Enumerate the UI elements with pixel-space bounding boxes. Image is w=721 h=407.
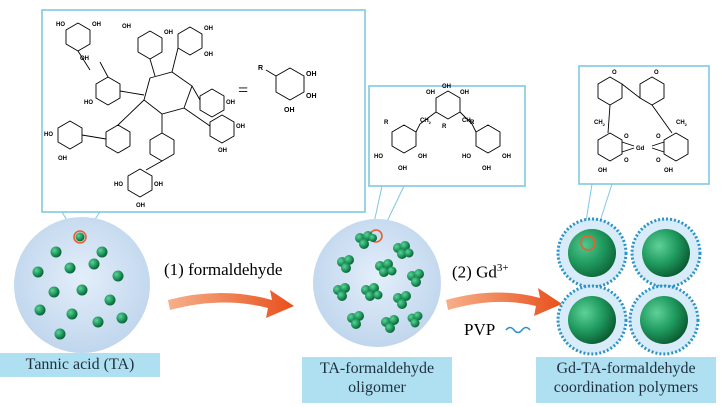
stage-3-line-2: coordination polymers: [553, 379, 699, 396]
ta-molecule: [104, 294, 116, 306]
oh-label: OH: [284, 107, 295, 114]
oh-label: OH: [418, 154, 427, 160]
pvp-label: PVP: [464, 320, 496, 339]
tannic-acid-sphere: [14, 217, 150, 353]
oh-label: OH: [218, 148, 227, 154]
o-label: O: [656, 134, 661, 140]
o-label: O: [656, 158, 661, 164]
oh-label: OH: [306, 93, 317, 100]
ch2-label: CH2: [594, 120, 606, 127]
r-group-label: R: [470, 120, 475, 126]
ch2-label: CH2: [676, 120, 688, 127]
stage-3-caption: Gd-TA-formaldehyde coordination polymers: [536, 357, 716, 403]
ta-molecule: [75, 232, 85, 242]
equals-sign: =: [238, 80, 248, 100]
oh-label: OH: [426, 90, 435, 96]
oh-label: OH: [236, 124, 245, 130]
oh-label: OH: [482, 166, 491, 172]
oligomer-cluster: [393, 291, 411, 309]
ta-molecule: [76, 284, 88, 296]
o-label: O: [624, 134, 629, 140]
oh-label: OH: [92, 22, 101, 28]
oh-label: HO: [114, 182, 123, 188]
oh-label: OH: [204, 26, 213, 32]
oh-label: OH: [442, 84, 451, 90]
ta-molecule: [116, 312, 128, 324]
oligomer-cluster: [407, 269, 424, 287]
tannic-acid-structure-inset: HO OH OH OH OH OH OH HO HO OH OH OH OH H…: [41, 9, 366, 213]
oligomer-structure-inset: OH OH OH R R R HO OH OH HO OH OH CH2 CH2: [368, 84, 526, 187]
oh-label: OH: [398, 166, 407, 172]
oh-label: OH: [598, 168, 607, 174]
oligomer-cluster: [381, 315, 399, 333]
stage-2-line-2: oligomer: [348, 379, 406, 396]
oligomer-cluster: [347, 311, 364, 329]
ta-molecule: [66, 308, 78, 320]
stage-2-caption: TA-formaldehyde oligomer: [302, 357, 452, 403]
oh-label: HO: [84, 100, 93, 106]
oligomer-cluster: [375, 259, 397, 277]
ta-molecule: [88, 258, 100, 270]
oh-label: OH: [204, 52, 213, 58]
oligomer-cluster: [333, 283, 350, 301]
oligomer-sphere: [313, 219, 441, 347]
gd-coordination-structure-inset: O O CH2 CH2 Gd O O O O OH OH: [578, 65, 710, 185]
pvp-coated-particle: [556, 284, 628, 356]
gd-label: Gd: [636, 146, 645, 152]
stage-2-line-1: TA-formaldehyde: [319, 360, 435, 377]
coordination-polymer-particles: [556, 217, 702, 356]
pvp-coated-particle: [630, 217, 702, 289]
oligomer-cluster: [355, 231, 377, 249]
oh-label: OH: [58, 156, 67, 162]
step-2-label: (2) Gd3+: [452, 262, 509, 283]
o-label: O: [624, 158, 629, 164]
arrow-step-1: [168, 290, 294, 318]
oh-label: OH: [122, 24, 131, 30]
o-label: O: [654, 70, 659, 76]
ch2-label: CH2: [462, 118, 474, 125]
arrow-step-2: [446, 288, 562, 316]
pvp-chain-icon: [505, 326, 531, 334]
step-2-superscript: 3+: [496, 262, 509, 274]
pvp-coated-particle: [628, 284, 700, 356]
ta-molecule: [96, 246, 108, 258]
oligomer-cluster: [407, 311, 423, 328]
oligomer-cluster: [393, 241, 414, 259]
ta-molecule: [92, 316, 104, 328]
ho-label: HO: [374, 154, 383, 160]
oligomer-cluster: [361, 283, 383, 301]
oh-label: OH: [460, 90, 469, 96]
oh-label: OH: [164, 30, 173, 36]
oh-label: OH: [226, 100, 235, 106]
ta-molecule: [50, 246, 62, 258]
oligomer-cluster: [337, 255, 354, 273]
oh-label: OH: [154, 182, 163, 188]
ch2-label: CH2: [420, 118, 432, 125]
ta-molecule: [54, 328, 66, 340]
stage-3-line-1: Gd-TA-formaldehyde: [556, 360, 696, 377]
oh-label: HO: [56, 22, 65, 28]
ta-molecule: [112, 270, 124, 282]
r-group-label: R: [258, 65, 263, 72]
pvp-coated-particle: [556, 217, 628, 289]
oh-label: OH: [306, 71, 317, 78]
oh-label: OH: [80, 56, 89, 62]
step-1-label: (1) formaldehyde: [164, 260, 283, 279]
o-label: O: [612, 70, 617, 76]
oh-label: OH: [664, 168, 673, 174]
ta-molecule: [32, 266, 44, 278]
ta-molecule: [48, 286, 60, 298]
stage-1-caption: Tannic acid (TA): [0, 353, 160, 377]
r-group-label: R: [442, 124, 447, 130]
ho-label: HO: [462, 154, 471, 160]
oh-label: OH: [136, 203, 145, 209]
r-group-label: R: [384, 120, 389, 126]
oh-label: OH: [502, 154, 511, 160]
oh-label: HO: [44, 132, 53, 138]
step-2-text: (2) Gd: [452, 262, 497, 282]
stage-1-text: Tannic acid (TA): [25, 356, 135, 373]
ta-molecule: [64, 262, 76, 274]
ta-molecule: [34, 304, 46, 316]
